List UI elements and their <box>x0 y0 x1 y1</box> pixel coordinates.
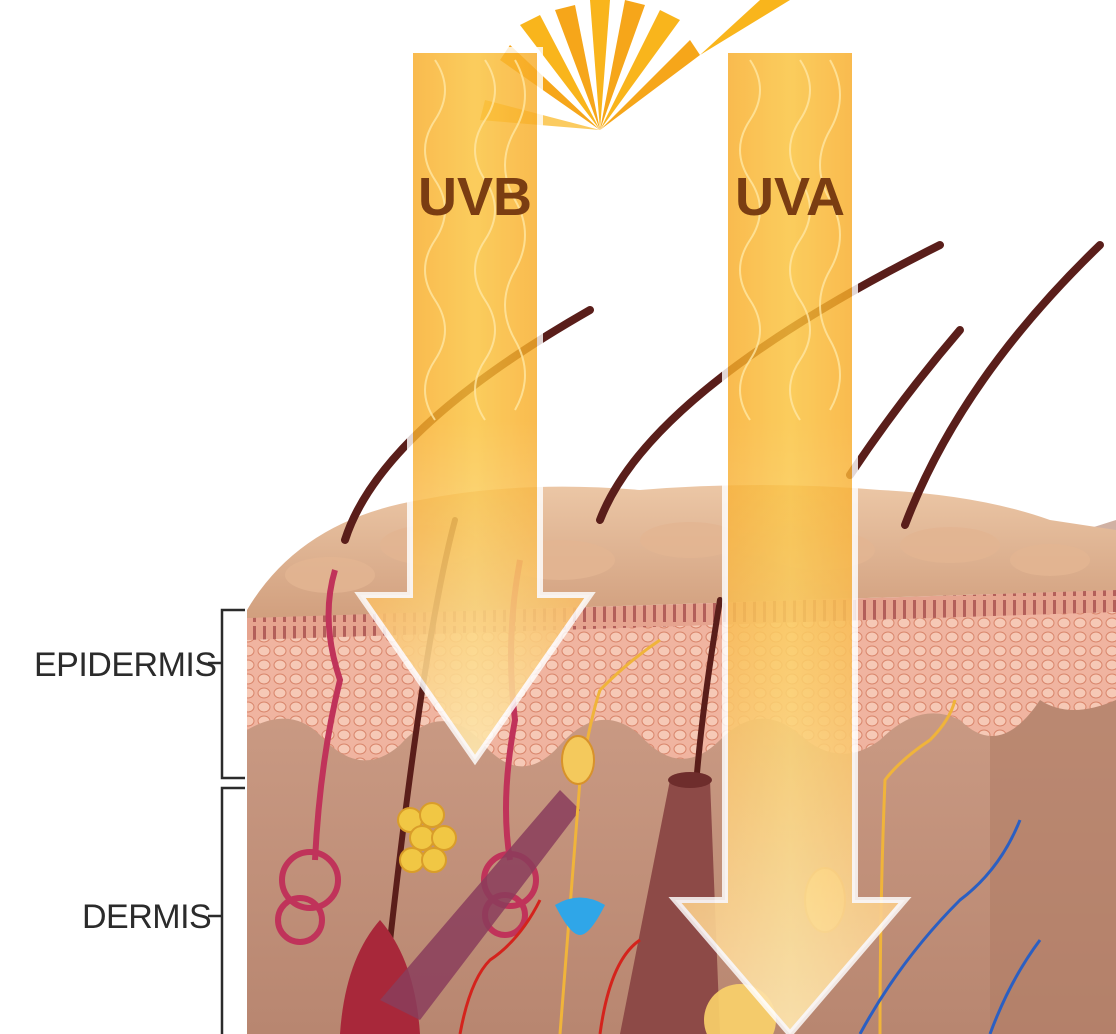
epidermis-label: EPIDERMIS <box>34 648 217 682</box>
dermis-bracket <box>208 788 245 1034</box>
uvb-label: UVB <box>418 167 532 227</box>
epidermis-bracket <box>208 610 245 778</box>
dermis-label: DERMIS <box>82 900 211 934</box>
uva-label: UVA <box>735 167 845 227</box>
